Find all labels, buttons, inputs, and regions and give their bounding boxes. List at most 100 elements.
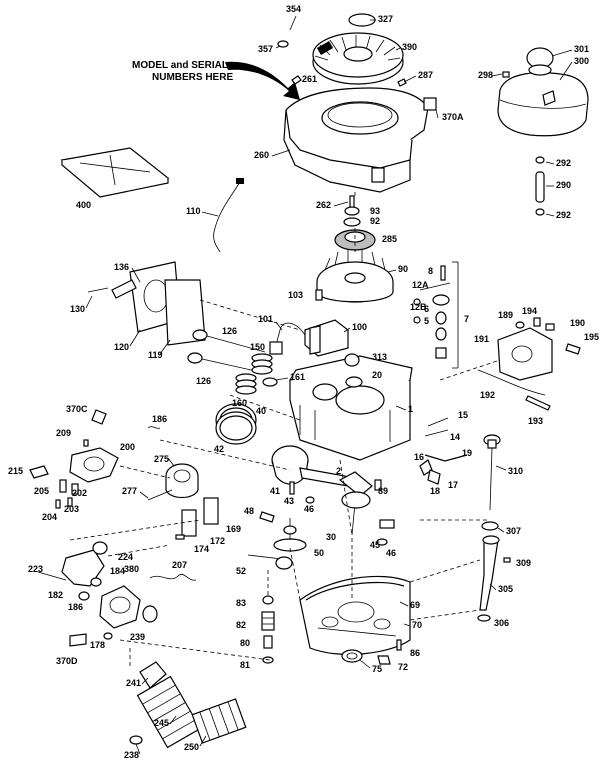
label-20: 20	[372, 370, 382, 380]
pin-277-part	[147, 489, 173, 501]
label-245: 245	[154, 718, 169, 728]
label-275: 275	[154, 454, 169, 464]
label-298: 298	[478, 70, 493, 80]
label-12A: 12A	[412, 280, 429, 290]
seal-306-part	[477, 614, 491, 622]
label-207: 207	[172, 560, 187, 570]
screw-48-part	[259, 511, 275, 523]
ignition-armature-100-part	[304, 319, 349, 357]
label-310: 310	[508, 466, 523, 476]
label-260: 260	[254, 150, 269, 160]
crankshaft-30-part	[338, 471, 373, 536]
alignment-dash-lines	[69, 192, 501, 668]
label-306: 306	[494, 618, 509, 628]
label-182: 182	[48, 590, 63, 600]
gasket-186-part	[78, 591, 90, 601]
screw-209-part	[83, 439, 89, 447]
clamp-292-bottom-part	[535, 208, 545, 216]
label-285: 285	[382, 234, 397, 244]
label-370A: 370A	[442, 112, 464, 122]
label-42: 42	[214, 444, 224, 454]
label-186: 186	[152, 414, 167, 424]
label-150: 150	[250, 342, 265, 352]
label-370D: 370D	[56, 656, 78, 666]
label-18: 18	[430, 486, 440, 496]
blower-housing-part	[283, 87, 429, 193]
o-ring-307-part	[481, 521, 499, 531]
gasket-119-part	[164, 279, 206, 346]
link-14-part	[424, 429, 449, 437]
plug-83-part	[262, 595, 274, 605]
label-193: 193	[528, 416, 543, 426]
screw-189-part	[515, 321, 525, 329]
screw-287-part	[397, 78, 407, 87]
label-250: 250	[184, 742, 199, 752]
oil-seal-75-part	[341, 649, 363, 663]
spacer-313-part	[344, 353, 360, 367]
label-86: 86	[410, 648, 420, 658]
part-labels: 354 327 357 390 261 287 370A 260 301 298…	[8, 4, 599, 760]
shaft-80-part	[263, 635, 273, 649]
label-357: 357	[258, 44, 273, 54]
spring-150-part	[251, 353, 273, 375]
label-313: 313	[372, 352, 387, 362]
screw-202-part	[71, 483, 79, 495]
label-194: 194	[522, 306, 537, 316]
label-40: 40	[256, 406, 266, 416]
bolt-89-part	[374, 479, 382, 491]
label-189: 189	[498, 310, 513, 320]
label-100: 100	[352, 322, 367, 332]
label-169: 169	[226, 524, 241, 534]
link-15-part	[427, 417, 449, 427]
label-1: 1	[408, 404, 413, 414]
o-ring-182-part	[90, 577, 102, 587]
label-72: 72	[398, 662, 408, 672]
lever-190-part	[545, 323, 555, 331]
label-75: 75	[372, 664, 382, 674]
screw-261-part	[291, 75, 302, 85]
label-69: 69	[410, 600, 420, 610]
flywheel-90-part	[316, 250, 394, 303]
label-223: 223	[28, 564, 43, 574]
link-193-part	[525, 395, 551, 411]
link-207-part	[149, 573, 197, 581]
bracket-215-part	[29, 465, 49, 479]
label-202: 202	[72, 488, 87, 498]
fuel-tank-part	[497, 47, 589, 137]
label-46-lower: 46	[386, 548, 396, 558]
dipstick-310-part	[483, 434, 501, 511]
label-239: 239	[130, 632, 145, 642]
seal-20-part	[345, 376, 363, 388]
spring-160-part	[235, 373, 257, 395]
key-262-part	[349, 195, 355, 209]
gear-82-part	[261, 611, 275, 631]
callout-line-1: MODEL and SERIAL	[132, 60, 228, 71]
label-301: 301	[574, 44, 589, 54]
link-186-part	[147, 426, 161, 429]
piston-part	[271, 445, 309, 485]
washer-46a-part	[305, 496, 315, 504]
fitting-45-part	[379, 519, 395, 529]
callout-line-2: NUMBERS HERE	[152, 72, 233, 83]
recoil-starter-part	[312, 32, 404, 85]
ground-wire-110-part	[213, 181, 241, 253]
label-82: 82	[236, 620, 246, 630]
screw-8-part	[440, 265, 446, 281]
screw-174-part	[175, 534, 185, 540]
label-192: 192	[480, 390, 495, 400]
washer-92-part	[343, 217, 361, 227]
label-93: 93	[370, 206, 380, 216]
decal-370D-part	[69, 633, 87, 647]
label-292-top: 292	[556, 158, 571, 168]
decal-370A-part	[423, 97, 437, 111]
label-41: 41	[270, 486, 280, 496]
lever-17-part	[427, 469, 441, 485]
label-126-lower: 126	[196, 376, 211, 386]
carburetor-200-part	[69, 447, 119, 483]
decal-370C-part	[91, 409, 107, 425]
label-110: 110	[186, 206, 201, 216]
label-327: 327	[378, 14, 393, 24]
spring-19-part	[424, 454, 468, 462]
gasket-239-part	[142, 605, 158, 623]
